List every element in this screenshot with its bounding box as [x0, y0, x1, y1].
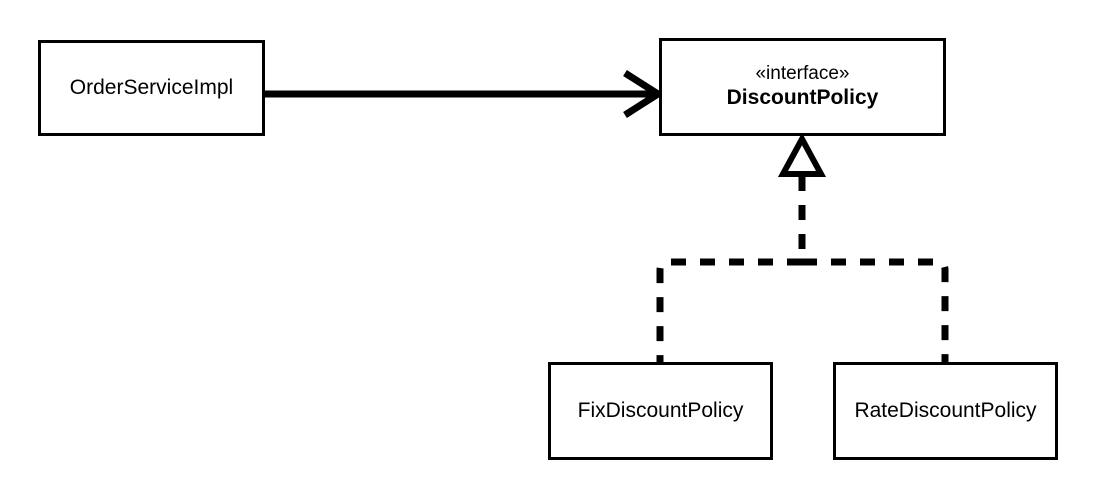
class-name-fix-discount-policy: FixDiscountPolicy: [577, 398, 744, 422]
open-arrowhead-icon: [623, 70, 665, 118]
edge-association-order-to-policy: [265, 70, 665, 118]
class-name-rate-discount-policy: RateDiscountPolicy: [854, 398, 1037, 422]
realization-branch-rate-dashed: [802, 258, 949, 362]
hollow-triangle-icon: [777, 132, 827, 177]
class-name-order-service-impl: OrderServiceImpl: [69, 75, 234, 99]
edge-realization-group: [656, 132, 949, 362]
class-box-discount-policy[interactable]: «interface» DiscountPolicy: [659, 38, 946, 136]
class-box-rate-discount-policy[interactable]: RateDiscountPolicy: [833, 362, 1058, 460]
realization-branch-fix-dashed: [656, 258, 802, 362]
class-box-fix-discount-policy[interactable]: FixDiscountPolicy: [548, 362, 773, 460]
stereotype-interface-label: «interface»: [755, 63, 850, 85]
class-box-order-service-impl[interactable]: OrderServiceImpl: [38, 40, 265, 136]
class-name-discount-policy: DiscountPolicy: [726, 86, 879, 110]
